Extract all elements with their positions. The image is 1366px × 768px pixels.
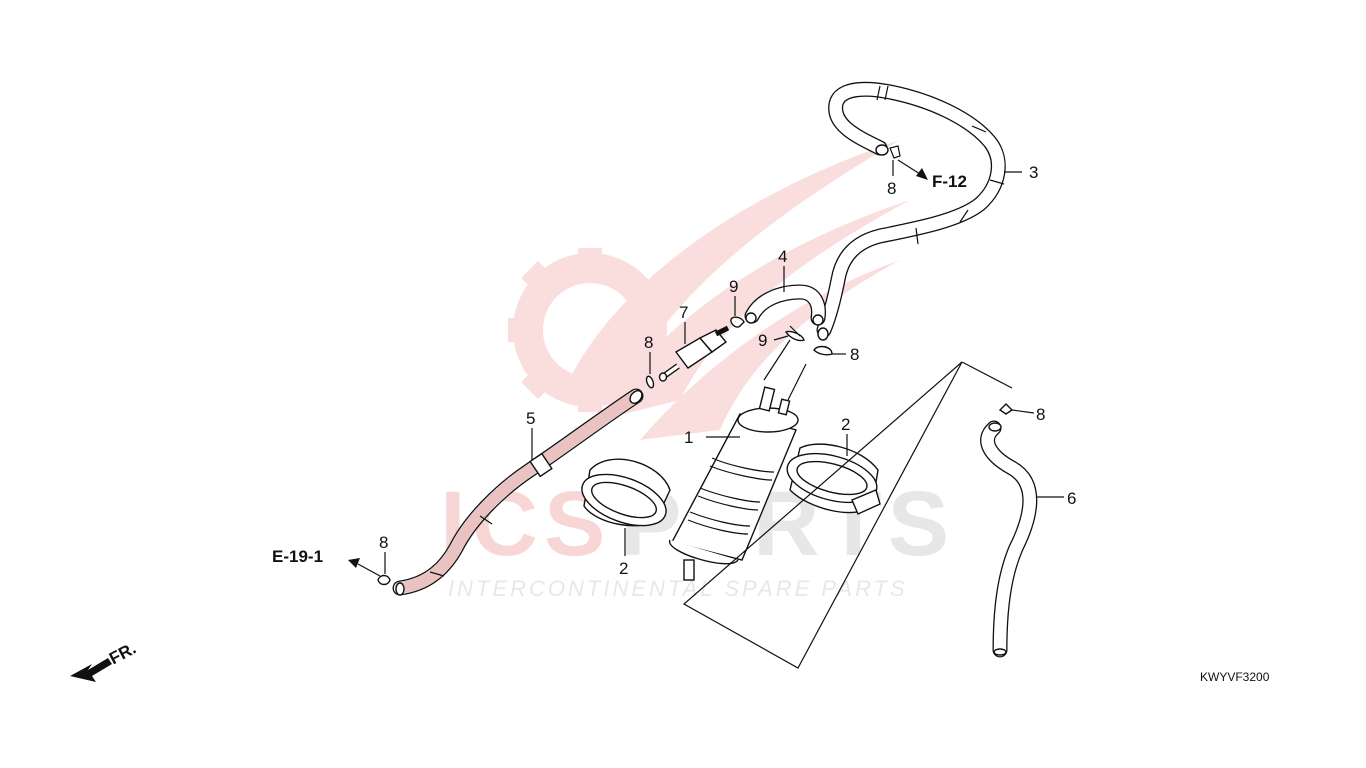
clip-9-lower[interactable] xyxy=(784,325,805,342)
callout-7[interactable]: 7 xyxy=(679,303,688,322)
callout-8-hose6[interactable]: 8 xyxy=(1036,405,1045,424)
clamp-2-right[interactable] xyxy=(782,443,882,515)
callout-5[interactable]: 5 xyxy=(526,409,535,428)
clip-8-filter[interactable] xyxy=(645,375,655,389)
front-arrow: FR. xyxy=(70,639,139,682)
fuel-pump-1[interactable] xyxy=(669,386,799,581)
callout-4[interactable]: 4 xyxy=(778,247,787,266)
leader-lines xyxy=(384,160,1064,669)
diagram-code: KWYVF3200 xyxy=(1200,670,1270,684)
callout-2-left[interactable]: 2 xyxy=(619,559,628,578)
callout-8-pump[interactable]: 8 xyxy=(850,345,859,364)
clamp-2-left[interactable] xyxy=(575,458,673,536)
clip-9-upper[interactable] xyxy=(730,316,745,328)
watermark-text: ICS PARTS INTERCONTINENTAL SPARE PARTS xyxy=(440,473,955,601)
clip-8-top[interactable] xyxy=(889,145,901,159)
fuel-filter-7[interactable] xyxy=(658,325,730,382)
watermark-tagline: INTERCONTINENTAL SPARE PARTS xyxy=(448,576,908,601)
callout-3[interactable]: 3 xyxy=(1029,163,1038,182)
ref-label-e191[interactable]: E-19-1 xyxy=(272,547,323,566)
hose-4[interactable] xyxy=(744,284,826,326)
clip-8-pump[interactable] xyxy=(813,345,833,356)
callout-8-left[interactable]: 8 xyxy=(379,533,388,552)
hose-5[interactable] xyxy=(392,388,644,596)
callout-6[interactable]: 6 xyxy=(1067,489,1076,508)
front-arrow-icon xyxy=(70,658,112,682)
watermark xyxy=(508,140,910,440)
callout-1[interactable]: 1 xyxy=(684,428,693,447)
callout-8-filter[interactable]: 8 xyxy=(644,333,653,352)
ref-arrow-f12[interactable]: F-12 xyxy=(897,159,967,191)
callout-9-upper[interactable]: 9 xyxy=(729,277,738,296)
clip-8-left[interactable] xyxy=(377,574,391,586)
callouts: 1 2 2 3 4 5 6 7 8 8 8 8 8 9 9 xyxy=(379,163,1076,578)
hose-6[interactable] xyxy=(980,420,1038,658)
arrow-left-icon xyxy=(348,558,360,568)
clip-8-hose6[interactable] xyxy=(998,403,1014,415)
watermark-wing-icon xyxy=(560,140,910,440)
watermark-brand-parts: PARTS xyxy=(620,473,955,575)
arrow-right-icon xyxy=(916,168,928,180)
callout-8-top[interactable]: 8 xyxy=(887,179,896,198)
ref-arrow-e191[interactable]: E-19-1 xyxy=(272,547,381,577)
hose-3[interactable] xyxy=(816,81,1006,341)
watermark-gear-icon xyxy=(508,248,667,412)
callout-2-right[interactable]: 2 xyxy=(841,415,850,434)
ref-label-f12[interactable]: F-12 xyxy=(932,172,967,191)
callout-9-lower[interactable]: 9 xyxy=(758,331,767,350)
